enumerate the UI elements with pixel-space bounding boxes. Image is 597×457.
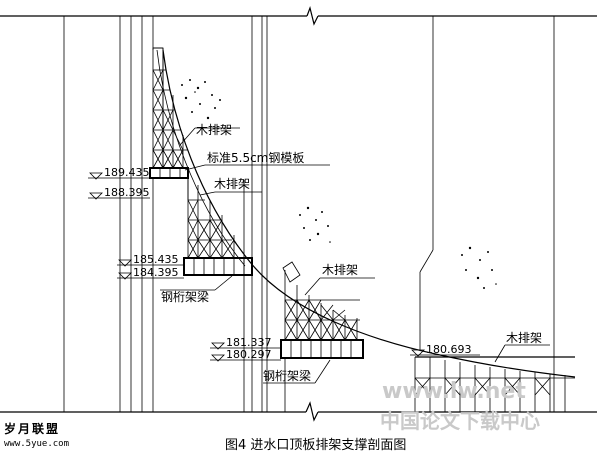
label-wood-frame-4: 木排架 xyxy=(506,331,542,345)
scaffold-tower-4 xyxy=(414,356,575,412)
leader-lines xyxy=(160,127,550,384)
label-steel-formwork: 标准5.5cm钢模板 xyxy=(207,151,304,165)
logo-url: www.5yue.com xyxy=(4,439,70,449)
label-wood-frame-1: 木排架 xyxy=(196,123,232,137)
scaffold-tower-3 xyxy=(280,261,364,412)
roof-arch-inner xyxy=(156,49,246,267)
elevation-188-395: 188.395 xyxy=(104,186,150,199)
elevation-180-297: 180.297 xyxy=(226,348,272,361)
site-logo: 岁月联盟 www.5yue.com xyxy=(4,420,74,456)
figure-caption: 图4 进水口顶板排架支撑剖面图 xyxy=(225,438,407,453)
label-steel-truss-1: 钢桁架梁 xyxy=(161,289,209,304)
elevation-184-395: 184.395 xyxy=(133,266,179,279)
elevation-181-337: 181.337 xyxy=(226,336,272,349)
elevation-189-435: 189.435 xyxy=(104,166,150,179)
logo-name: 岁月联盟 xyxy=(4,422,61,436)
label-wood-frame-2: 木排架 xyxy=(214,177,250,191)
watermark-site-name: 中国论文下载中心 xyxy=(380,409,540,433)
label-steel-truss-2: 钢桁架梁 xyxy=(263,368,311,383)
label-wood-frame-3: 木排架 xyxy=(322,263,358,277)
watermark-url: www.lw.net xyxy=(382,379,526,404)
scaffold-tower-1 xyxy=(149,47,189,412)
elevation-180-693: 180.693 xyxy=(426,343,472,356)
concrete-stipple-patches xyxy=(181,79,497,289)
pier-lines xyxy=(63,16,555,412)
elevation-185-435: 185.435 xyxy=(133,253,179,266)
scaffold-tower-2 xyxy=(183,178,253,276)
top-border-line xyxy=(0,5,597,26)
roof-arch-curve xyxy=(162,49,576,378)
elevation-markers xyxy=(88,172,480,362)
